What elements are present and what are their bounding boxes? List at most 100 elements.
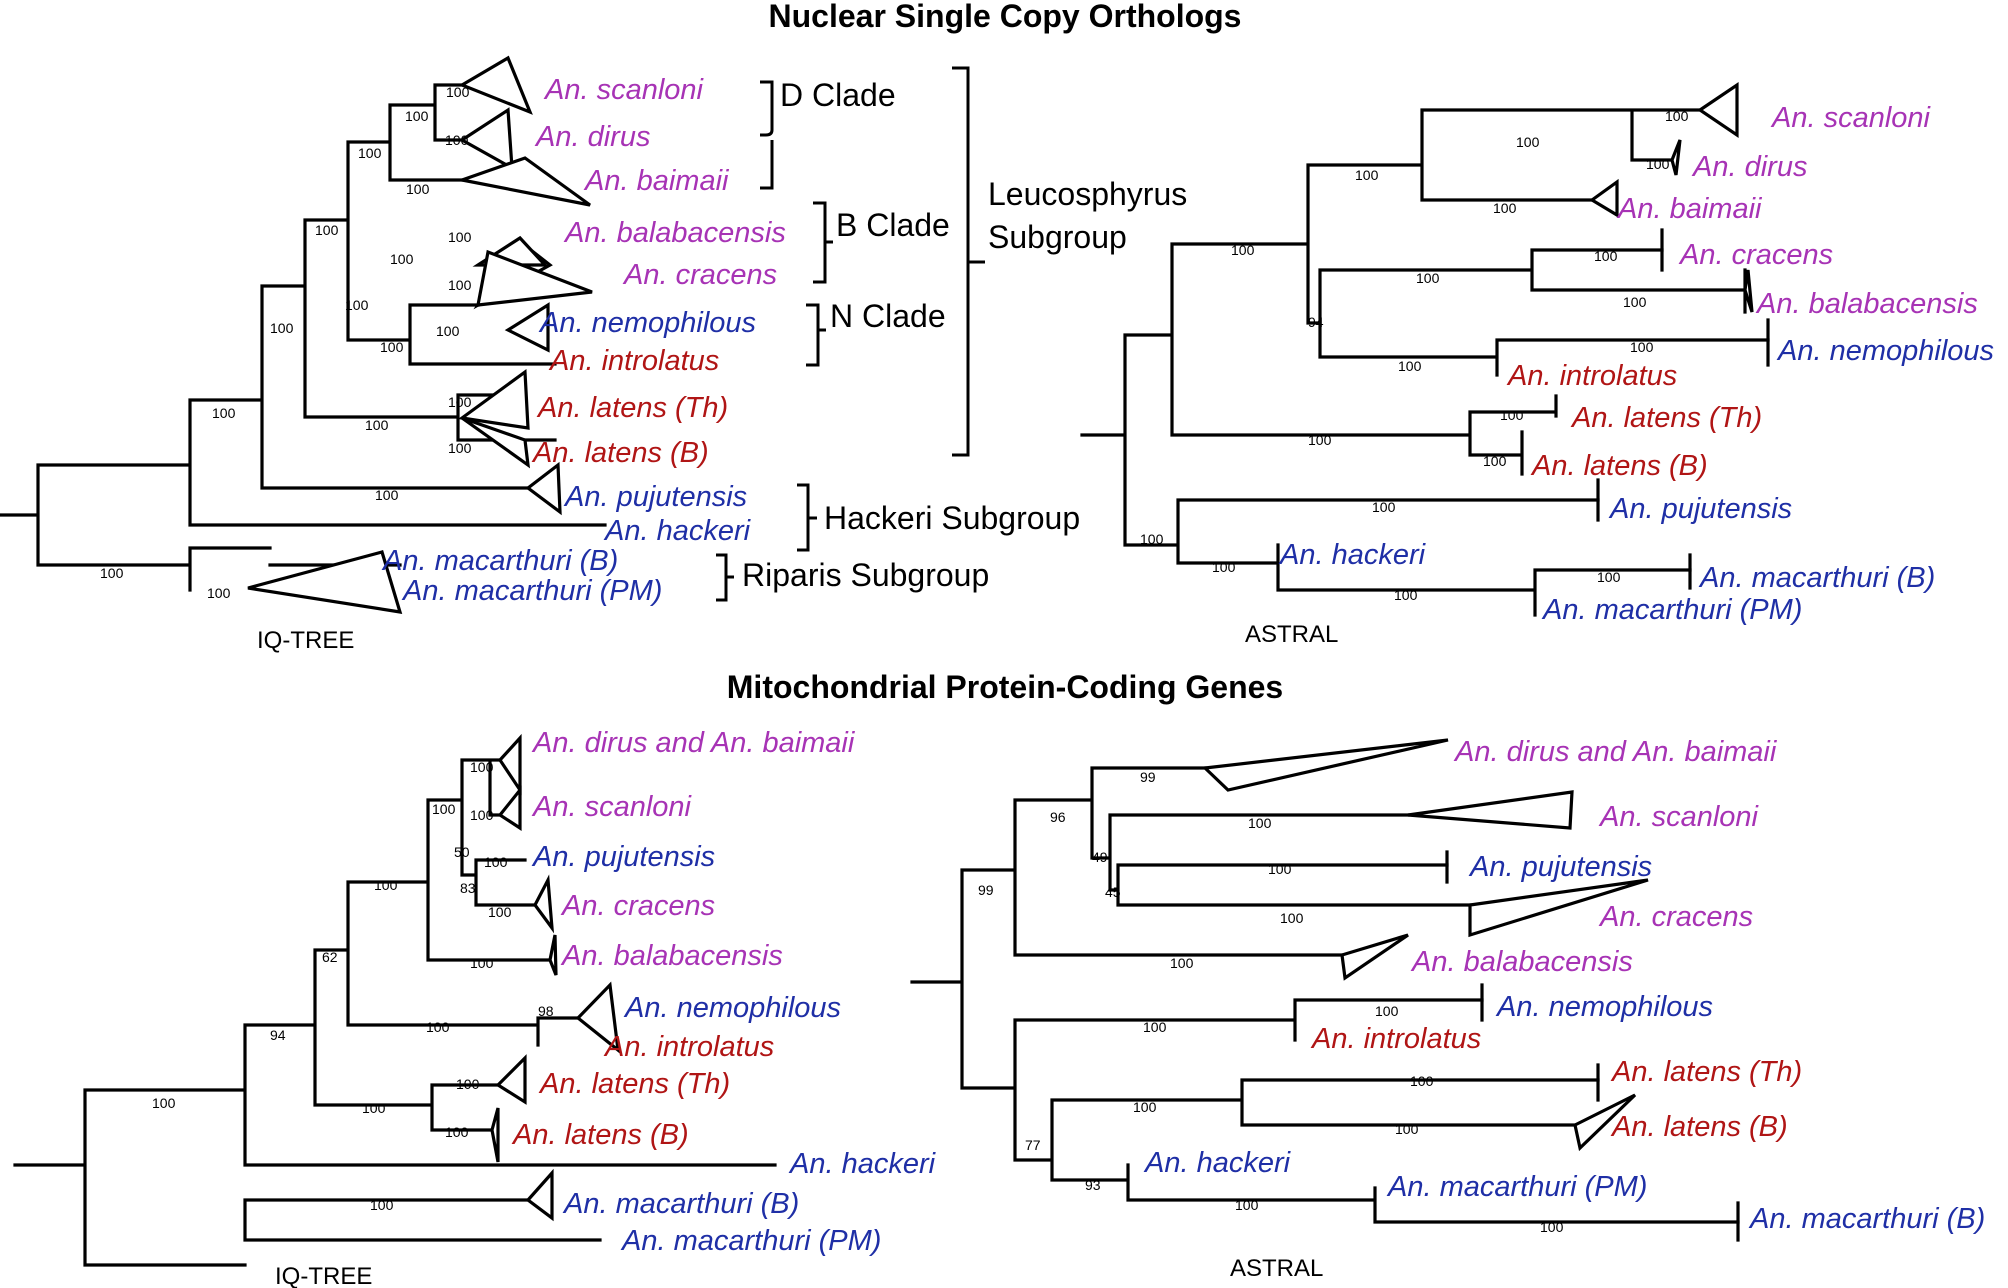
support-label: 100	[1594, 248, 1618, 264]
support-label: 83	[460, 880, 476, 896]
leucosphyrus-label-2: Subgroup	[988, 219, 1127, 255]
support-label: 100	[1410, 1073, 1434, 1089]
support-label: 100	[470, 955, 494, 971]
taxon-label: An. baimaii	[1616, 193, 1763, 225]
taxon-label: An. scanloni	[1598, 801, 1760, 833]
nuclear-groups: D Clade B Clade N Clade Leucosphyrus Sub…	[716, 66, 1187, 602]
taxon-label: An. balabacensis	[1755, 288, 1978, 320]
taxon-label: An. nemophilous	[538, 307, 756, 339]
support-label: 94	[270, 1027, 286, 1043]
taxon-label: An. latens (B)	[531, 437, 709, 469]
support-label: 100	[432, 801, 456, 817]
mito-title: Mitochondrial Protein-Coding Genes	[727, 669, 1283, 705]
taxon-label: An. pujutensis	[531, 841, 715, 873]
hackeri-bracket	[797, 483, 817, 552]
support-label: 100	[448, 394, 472, 410]
support-label: 100	[436, 323, 460, 339]
support-label: 100	[445, 132, 469, 148]
support-label: 100	[1500, 407, 1524, 423]
b-clade-label: B Clade	[836, 207, 950, 243]
support-label: 100	[1212, 559, 1236, 575]
taxon-label: An. macarthuri (PM)	[620, 1225, 881, 1257]
support-label: 100	[1483, 453, 1507, 469]
support-label: 94	[1308, 314, 1324, 330]
support-label: 49	[1092, 849, 1108, 865]
support-label: 100	[1170, 955, 1194, 971]
support-label: 100	[405, 108, 429, 124]
d-clade-label: D Clade	[780, 77, 896, 113]
taxon-label: An. pujutensis	[1608, 493, 1792, 525]
nuclear-astral-supports: 100 100 100 100 100 100 100 100 100 94 1…	[1140, 108, 1689, 603]
support-label: 100	[448, 277, 472, 293]
nuclear-astral-taxa: An. scanloni An. dirus An. baimaii An. c…	[1278, 102, 1994, 626]
support-label: 100	[152, 1095, 176, 1111]
support-label: 100	[1248, 815, 1272, 831]
taxon-label: An. balabacensis	[560, 940, 783, 972]
taxon-label: An. hackeri	[1278, 539, 1427, 571]
support-label: 100	[380, 339, 404, 355]
support-label: 96	[1050, 809, 1066, 825]
support-label: 100	[426, 1019, 450, 1035]
mito-astral-tree	[910, 738, 1740, 1242]
taxon-label: An. baimaii	[583, 165, 730, 197]
support-label: 100	[1143, 1019, 1167, 1035]
n-clade-label: N Clade	[830, 298, 946, 334]
support-label: 100	[1372, 499, 1396, 515]
taxon-label: An. balabacensis	[563, 217, 786, 249]
n-clade-bracket	[806, 303, 826, 367]
taxon-label: An. cracens	[560, 890, 715, 922]
support-label: 100	[1416, 270, 1440, 286]
support-label: 100	[448, 440, 472, 456]
support-label: 100	[484, 854, 508, 870]
taxon-label: An. macarthuri (B)	[1698, 562, 1935, 594]
taxon-label: An. macarthuri (PM)	[401, 575, 662, 607]
support-label: 100	[1516, 134, 1540, 150]
taxon-label: An. nemophilous	[1495, 991, 1713, 1023]
taxon-label: An. introlatus	[1310, 1023, 1481, 1055]
mito-iqtree-tree	[13, 733, 777, 1267]
taxon-label: An. nemophilous	[623, 992, 841, 1024]
support-label: 100	[1630, 339, 1654, 355]
support-label: 100	[488, 904, 512, 920]
taxon-label: An. hackeri	[788, 1148, 937, 1180]
support-label: 100	[446, 84, 470, 100]
taxon-label: An. latens (B)	[511, 1119, 689, 1151]
taxon-label: An. latens (Th)	[538, 1068, 730, 1100]
support-label: 93	[1085, 1177, 1101, 1193]
taxon-label: An. macarthuri (B)	[562, 1188, 799, 1220]
taxon-label: An. macarthuri (B)	[1748, 1203, 1985, 1235]
taxon-label: An. scanloni	[1770, 102, 1932, 134]
taxon-label: An. latens (B)	[1530, 450, 1708, 482]
taxon-label: An. macarthuri (PM)	[1386, 1171, 1647, 1203]
support-label: 62	[322, 949, 338, 965]
mito-astral-taxa: An. dirus and An. baimaii An. scanloni A…	[1143, 736, 1985, 1235]
support-label: 100	[358, 145, 382, 161]
nuclear-astral-tree	[1080, 81, 1770, 617]
support-label: 77	[1025, 1137, 1041, 1153]
riparis-bracket	[716, 553, 734, 602]
mito-astral-supports: 99 96 100 49 100 45 99 100 100 100 100 1…	[978, 769, 1564, 1235]
support-label: 100	[365, 417, 389, 433]
nuclear-iqtree-taxa: An. scanloni An. dirus An. baimaii An. b…	[381, 74, 786, 607]
taxon-label: An. macarthuri (PM)	[1541, 594, 1802, 626]
support-label: 100	[1398, 358, 1422, 374]
support-label: 98	[538, 1003, 554, 1019]
nuclear-iqtree-supports: 100 100 100 100 100 100 100 100 100 100 …	[100, 84, 472, 601]
taxon-label: An. dirus and An. baimaii	[531, 727, 856, 759]
support-label: 100	[1646, 156, 1670, 172]
taxon-label: An. macarthuri (B)	[381, 545, 618, 577]
support-label: 100	[456, 1076, 480, 1092]
taxon-label: An. balabacensis	[1410, 946, 1633, 978]
support-label: 100	[1395, 1121, 1419, 1137]
support-label: 100	[406, 181, 430, 197]
support-label: 100	[1308, 432, 1332, 448]
taxon-label: An. scanloni	[531, 791, 693, 823]
taxon-label: An. introlatus	[1506, 360, 1677, 392]
taxon-label: An. latens (Th)	[536, 392, 728, 424]
mito-iqtree-caption: IQ-TREE	[275, 1263, 372, 1288]
taxon-label: An. latens (Th)	[1570, 402, 1762, 434]
support-label: 100	[1623, 294, 1647, 310]
taxon-label: An. dirus	[1691, 151, 1807, 183]
support-label: 100	[1394, 587, 1418, 603]
